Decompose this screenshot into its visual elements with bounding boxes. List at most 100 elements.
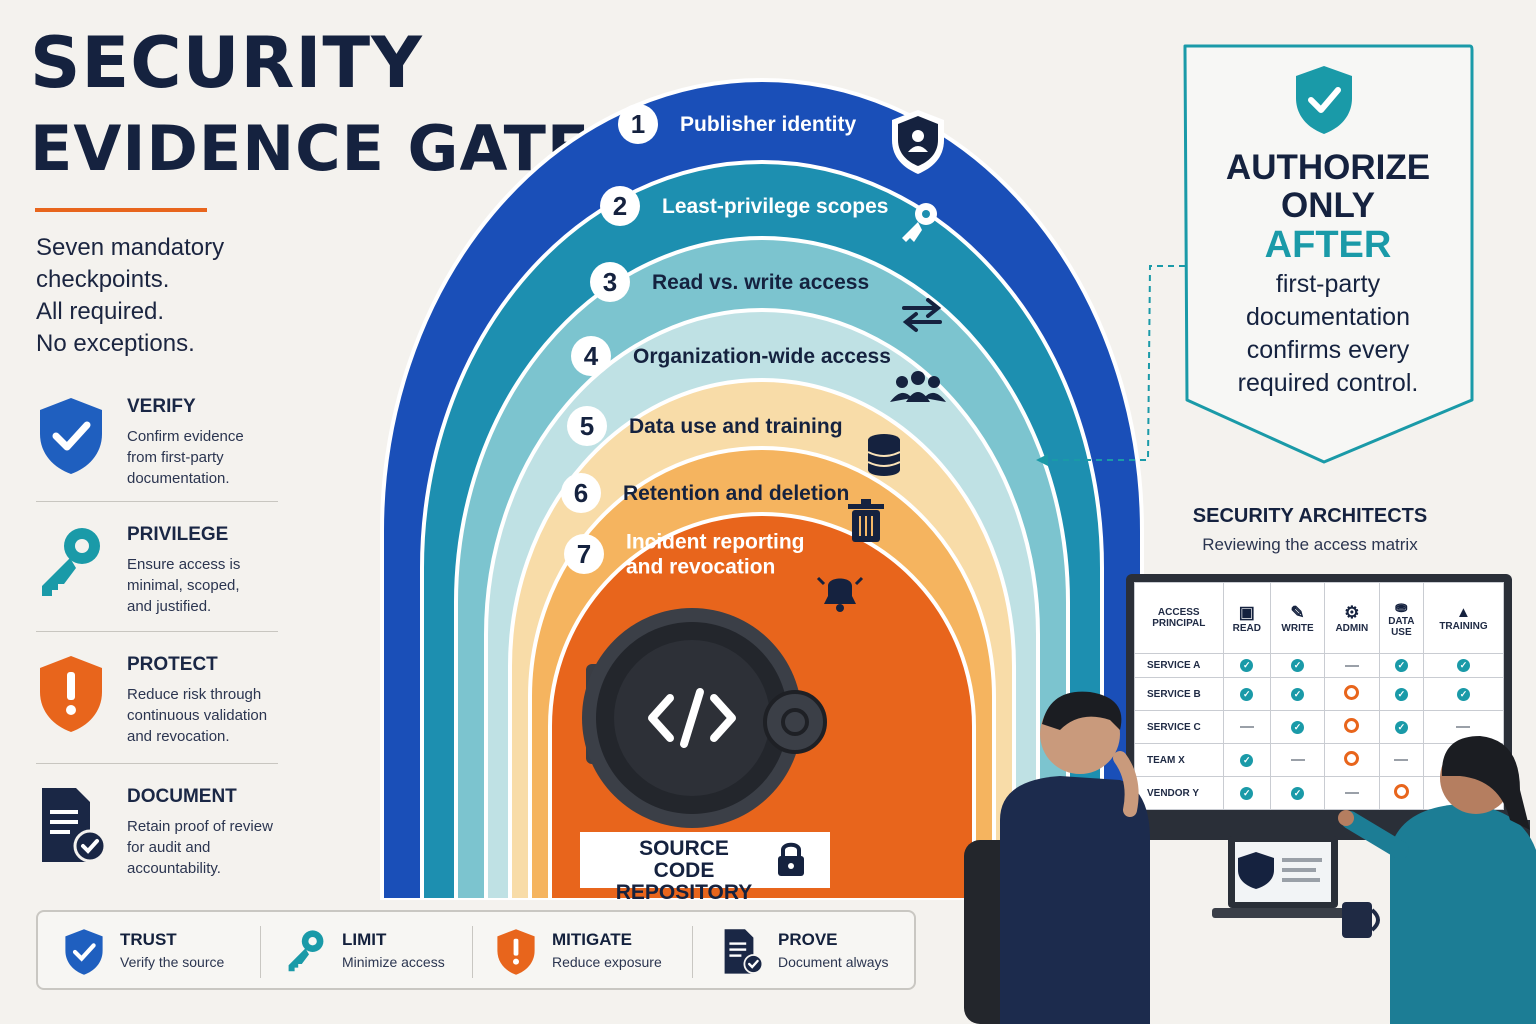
check-icon: ✓: [1394, 659, 1408, 673]
gate-label: Least-privilege scopes: [662, 195, 888, 218]
monitor: ACCESS PRINCIPAL ▣READ ✎WRITE ⚙ADMIN ⛂DA…: [1126, 574, 1512, 822]
authorize-line: ONLY: [1280, 186, 1375, 225]
gate-number-badge: [600, 186, 640, 226]
authorize-line: documentation: [1245, 303, 1410, 331]
document-check-icon: [724, 929, 764, 974]
matrix-corner: ACCESS PRINCIPAL: [1134, 581, 1224, 655]
col-label: USE: [1391, 627, 1412, 639]
gate-label: Data use and training: [629, 415, 843, 438]
gear-icon: ⚙: [1344, 602, 1360, 622]
matrix-cell: ✓: [1270, 776, 1325, 810]
gate-number: 5: [580, 411, 594, 441]
matrix-cell: [1323, 653, 1380, 679]
desc-line: Confirm evidence: [127, 428, 244, 445]
authorize-line: first-party: [1275, 270, 1381, 298]
principle-title: MITIGATE: [552, 930, 632, 949]
dash-icon: [1456, 726, 1471, 729]
desc-line: and revocation.: [127, 728, 230, 745]
corner-line: PRINCIPAL: [1152, 618, 1206, 630]
user-shield-icon: [898, 116, 938, 166]
matrix-cell: [1378, 743, 1424, 778]
key-icon: [902, 203, 937, 242]
authorize-accent: AFTER: [1264, 224, 1392, 266]
authorize-line: AUTHORIZE: [1225, 148, 1431, 187]
matrix-header-row: ACCESS PRINCIPAL ▣READ ✎WRITE ⚙ADMIN ⛂DA…: [1134, 581, 1505, 655]
bell-icon: [816, 576, 864, 612]
principle-subtitle: Reduce exposure: [552, 954, 662, 970]
side-item-desc: Retain proof of review for audit and acc…: [127, 816, 297, 879]
side-item-desc: Reduce risk through continuous validatio…: [127, 684, 297, 747]
col-label: TRAINING: [1439, 621, 1488, 633]
matrix-cell: ✓: [1222, 653, 1272, 679]
divider: [36, 631, 278, 632]
row-label: SERVICE B: [1134, 677, 1224, 712]
shield-check-icon: [40, 398, 102, 474]
authorize-panel-frame: [1036, 44, 1474, 466]
col-header-write: ✎WRITE: [1270, 581, 1325, 655]
warning-ring-icon: [1344, 751, 1360, 767]
vault-door: [582, 608, 827, 828]
database-icon: [867, 434, 901, 476]
vault-label: SOURCE CODE REPOSITORY: [580, 832, 830, 904]
gate-label: and revocation: [626, 556, 775, 579]
person-left: [964, 691, 1150, 1024]
shield-alert-icon: [497, 929, 535, 975]
principles-bar: TRUST Verify the source LIMIT Minimize a…: [36, 910, 916, 990]
key-icon: [288, 930, 324, 972]
matrix-cell: [1323, 677, 1380, 712]
check-icon: ✓: [1291, 786, 1305, 800]
desc-line: from first-party: [127, 449, 224, 466]
desc-line: and justified.: [127, 598, 212, 615]
col-label: READ: [1232, 622, 1261, 634]
desc-line: Retain proof of review: [127, 818, 273, 835]
access-matrix: ACCESS PRINCIPAL ▣READ ✎WRITE ⚙ADMIN ⛂DA…: [1134, 581, 1505, 810]
col-label: ADMIN: [1335, 622, 1369, 634]
side-item-desc: Confirm evidence from first-party docume…: [127, 426, 297, 489]
gate-label: Incident reporting: [626, 531, 805, 554]
laptop: [1212, 836, 1354, 918]
desc-line: Ensure access is: [127, 556, 241, 573]
vault-label-line: SOURCE CODE: [639, 837, 729, 882]
person-right: [1338, 736, 1536, 1024]
row-label: SERVICE A: [1134, 653, 1224, 679]
desc-line: for audit and: [127, 839, 211, 856]
principle-title: TRUST: [120, 930, 177, 949]
gate-number: 4: [584, 341, 599, 371]
col-header-read: ▣READ: [1222, 581, 1272, 655]
check-icon: ✓: [1291, 720, 1305, 734]
check-icon: ✓: [1240, 753, 1254, 767]
principle-subtitle: Minimize access: [342, 954, 445, 970]
check-icon: ✓: [1456, 687, 1470, 701]
gate-number-badge: [564, 534, 604, 574]
key-icon: [42, 528, 100, 596]
matrix-body: SERVICE A✓✓✓✓SERVICE B✓✓✓✓SERVICE C✓✓TEA…: [1134, 653, 1505, 810]
check-icon: ✓: [1240, 786, 1254, 800]
matrix-cell: ✓: [1378, 710, 1424, 745]
title-underline: [35, 208, 207, 212]
principle-title: LIMIT: [342, 930, 387, 949]
vault-label-line: REPOSITORY: [615, 881, 753, 904]
matrix-row: SERVICE B✓✓✓✓: [1134, 677, 1505, 712]
matrix-cell: [1323, 743, 1380, 778]
warning-ring-icon: [1344, 718, 1360, 734]
desc-line: Reduce risk through: [127, 686, 262, 703]
principle-subtitle: Document always: [778, 954, 889, 970]
matrix-cell: [1323, 776, 1380, 810]
gate-label: Publisher identity: [680, 113, 857, 136]
gate-number: 1: [631, 109, 645, 139]
divider: [36, 501, 278, 502]
warning-ring-icon: [1393, 784, 1409, 800]
row-label: VENDOR Y: [1134, 776, 1224, 810]
matrix-row: SERVICE A✓✓✓✓: [1134, 653, 1505, 679]
mug: [1342, 902, 1380, 938]
connector-arrow: [1036, 454, 1048, 466]
col-header-training: ▲TRAINING: [1422, 581, 1505, 655]
code-icon: [648, 688, 736, 748]
document-check-icon: [42, 788, 106, 863]
gate-number-badge: [561, 473, 601, 513]
check-icon: ✓: [1291, 687, 1305, 701]
matrix-cell: ✓: [1422, 653, 1505, 679]
intro-line: No exceptions.: [36, 330, 195, 357]
architects-subtitle: Reviewing the access matrix: [1202, 535, 1418, 554]
